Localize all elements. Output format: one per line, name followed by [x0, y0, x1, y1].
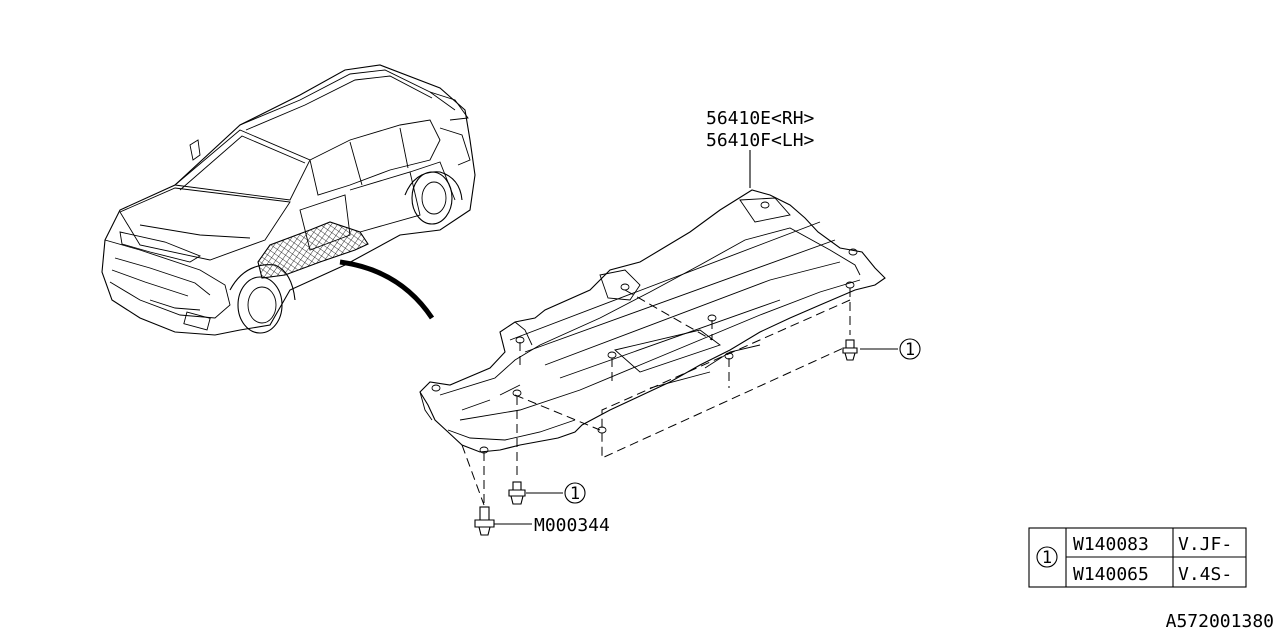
callout-circle-center [564, 482, 586, 504]
under-cover-panel [419, 189, 886, 454]
table-part-1: W140083 [1073, 534, 1149, 555]
table-ref-circle [1036, 546, 1058, 568]
projection-lines [461, 288, 851, 506]
vehicle-illustration [101, 64, 476, 336]
bolt-fastener [474, 506, 495, 536]
table-code-2: V.4S- [1178, 564, 1232, 585]
bolt-reference-label: M000344 [534, 515, 610, 536]
table-code-1: V.JF- [1178, 534, 1232, 555]
callout-circle-right [899, 338, 921, 360]
under-cover-highlight [257, 221, 369, 279]
table-part-2: W140065 [1073, 564, 1149, 585]
part-label-lh: 56410F<LH> [706, 130, 815, 151]
clip-fastener-center [508, 481, 526, 505]
location-arrow [339, 259, 435, 320]
parts-table: 1 W140083 V.JF- W140065 V.4S- [1028, 527, 1247, 588]
diagram-id: A572001380 [1166, 611, 1274, 632]
table-ref-number: 1 [1042, 548, 1052, 568]
callout-number-center: 1 [570, 484, 580, 504]
callout-number-right: 1 [905, 340, 915, 360]
part-label-rh: 56410E<RH> [706, 108, 815, 129]
clip-fastener-right [842, 339, 858, 361]
